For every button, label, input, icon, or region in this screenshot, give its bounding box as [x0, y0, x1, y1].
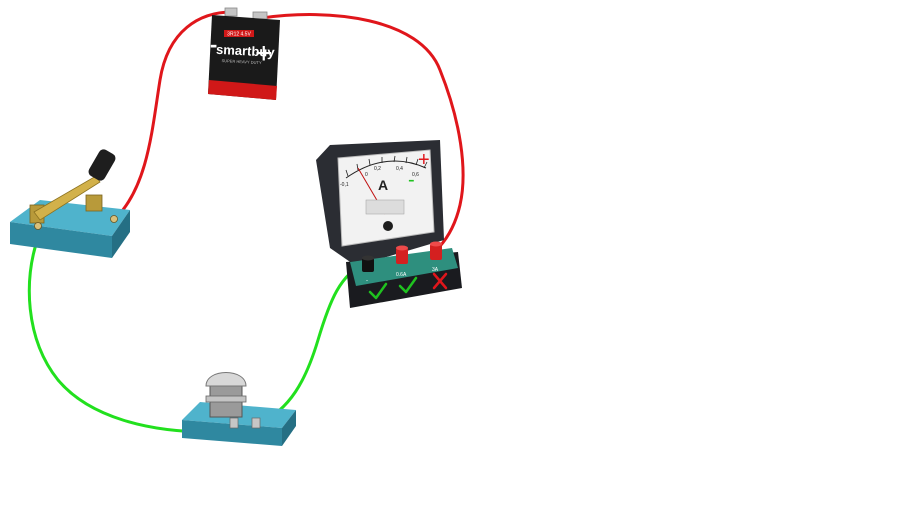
wire-red-battery-to-switch: [114, 10, 234, 220]
ammeter-scale-arc: [345, 160, 427, 179]
ammeter-terminal-negative[interactable]: [362, 255, 374, 273]
cross-icon: [432, 272, 448, 290]
ammeter-mirror: [365, 199, 405, 215]
wire-green-switch-to-lamp: [27, 230, 238, 434]
battery-terminal-right: [252, 11, 268, 20]
battery-plus-sign: +: [255, 37, 273, 70]
battery-brand: smartbuy: [216, 42, 276, 60]
lamp-clip-left: [229, 417, 239, 429]
annotation-plus: +: [418, 149, 430, 171]
ammeter-tick-label-3: 0,2: [374, 166, 381, 172]
lamp-base-side: [282, 410, 296, 446]
battery-spec-strip: [224, 30, 254, 37]
ammeter-tick-label-7: 0,6: [412, 172, 419, 178]
wires: [27, 10, 465, 434]
check-icon: [368, 282, 388, 300]
battery-terminal-left: [224, 7, 238, 17]
ammeter-terminal-label-3a: 3A: [432, 267, 439, 273]
ammeter-tick-label-5: 0,4: [396, 166, 403, 172]
battery-minus-sign: -: [210, 32, 217, 57]
ammeter-ticks: [345, 155, 428, 177]
battery-subline: SUPER HEAVY DUTY: [221, 58, 262, 65]
check-icon: [398, 276, 418, 294]
lamp-socket: [182, 372, 296, 446]
battery: 3R12 4.5V smartbuy SUPER HEAVY DUTY - +: [208, 7, 280, 100]
ammeter-zero-screw[interactable]: [383, 221, 393, 231]
ammeter-tick-label-1: 0: [365, 172, 368, 178]
switch-handle[interactable]: [87, 148, 118, 183]
ammeter-terminal-3A[interactable]: [430, 241, 442, 261]
ammeter-terminal-label-neg: -: [366, 278, 368, 284]
switch-clip: [85, 194, 103, 212]
lamp-clip-right: [251, 417, 261, 429]
ammeter-tick-label-0: -0,1: [340, 182, 349, 188]
battery-spec: 3R12 4.5V: [227, 32, 251, 38]
ammeter-terminal-0.6A[interactable]: [396, 245, 408, 265]
wire-green-lamp-to-ammeter: [256, 260, 368, 426]
lamp-socket-ring: [205, 395, 247, 403]
switch-base-side: [112, 210, 130, 258]
annotation-minus: -: [408, 169, 415, 191]
bulb-icon: [205, 372, 247, 387]
ammeter: -0,1 0 0,2 0,4 0,6 A - 0.6A 3A: [316, 140, 462, 308]
switch-base-front: [10, 222, 112, 258]
annotations: + -: [368, 149, 448, 300]
switch-screw-right: [110, 215, 118, 223]
switch-blade: [33, 175, 101, 221]
wire-red-battery-to-ammeter: [260, 13, 465, 267]
knife-switch[interactable]: [10, 148, 130, 258]
switch-screw-left: [34, 222, 42, 230]
ammeter-unit: A: [378, 177, 388, 193]
ammeter-terminal-label-06a: 0.6A: [396, 272, 407, 278]
battery-band: [208, 80, 277, 100]
